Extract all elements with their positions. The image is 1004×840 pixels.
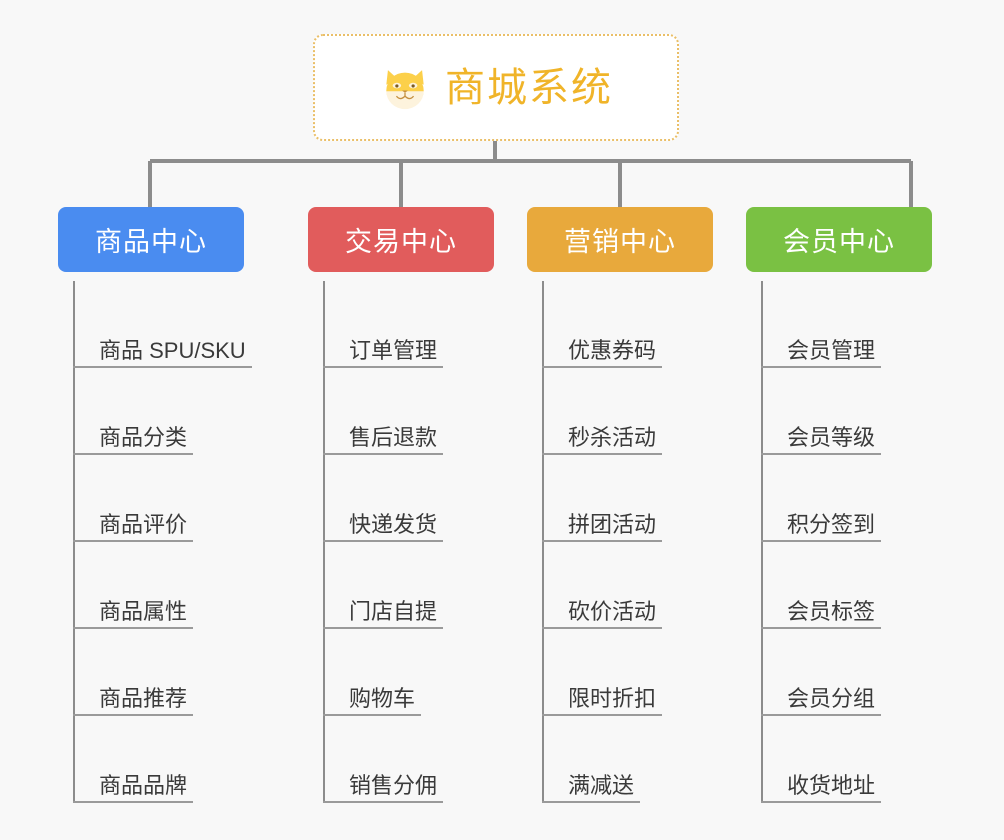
leaf-list-1: 订单管理 售后退款 快递发货 门店自提 购物车 销售分佣	[323, 281, 494, 803]
leaf-list-3: 会员管理 会员等级 积分签到 会员标签 会员分组 收货地址	[761, 281, 932, 803]
leaf-label: 会员标签	[787, 598, 876, 624]
leaf-list-0: 商品 SPU/SKU 商品分类 商品评价 商品属性 商品推荐 商品品牌	[73, 281, 252, 803]
leaf-underline	[323, 366, 443, 368]
leaf-label: 商品推荐	[99, 685, 188, 711]
leaf-underline	[73, 453, 193, 455]
leaf-item[interactable]: 秒杀活动	[542, 368, 713, 455]
leaf-item[interactable]: 砍价活动	[542, 542, 713, 629]
leaf-label: 商品分类	[99, 424, 188, 450]
leaf-item[interactable]: 拼团活动	[542, 455, 713, 542]
leaf-spine-0	[73, 281, 75, 803]
leaf-label: 满减送	[568, 772, 635, 798]
leaf-label: 售后退款	[349, 424, 438, 450]
leaf-underline	[73, 627, 193, 629]
leaf-item[interactable]: 限时折扣	[542, 629, 713, 716]
category-header-2[interactable]: 营销中心	[527, 207, 713, 272]
root-title: 商城系统	[445, 65, 613, 110]
leaf-underline	[542, 540, 662, 542]
leaf-item[interactable]: 商品品牌	[73, 716, 244, 803]
leaf-label: 门店自提	[349, 598, 438, 624]
leaf-underline	[542, 801, 640, 803]
leaf-item[interactable]: 售后退款	[323, 368, 494, 455]
leaf-label: 商品评价	[99, 511, 188, 537]
leaf-underline	[323, 714, 421, 716]
leaf-label: 优惠券码	[568, 337, 657, 363]
category-header-3[interactable]: 会员中心	[746, 207, 932, 272]
leaf-underline	[542, 627, 662, 629]
leaf-label: 销售分佣	[349, 772, 438, 798]
leaf-item[interactable]: 会员标签	[761, 542, 932, 629]
leaf-underline	[761, 366, 881, 368]
leaf-item[interactable]: 商品推荐	[73, 629, 244, 716]
leaf-label: 砍价活动	[568, 598, 657, 624]
leaf-underline	[761, 540, 881, 542]
leaf-underline	[323, 801, 443, 803]
leaf-underline	[73, 801, 193, 803]
leaf-item[interactable]: 商品评价	[73, 455, 244, 542]
leaf-underline	[323, 540, 443, 542]
leaf-label: 收货地址	[787, 772, 876, 798]
leaf-label: 订单管理	[349, 337, 438, 363]
leaf-underline	[542, 366, 662, 368]
leaf-label: 秒杀活动	[568, 424, 657, 450]
leaf-underline	[323, 453, 443, 455]
leaf-label: 拼团活动	[568, 511, 657, 537]
leaf-item[interactable]: 商品属性	[73, 542, 244, 629]
branch-column-0: 商品中心 商品 SPU/SKU 商品分类 商品评价 商品属性 商品推荐 商品品牌	[58, 207, 252, 803]
branch-column-1: 交易中心 订单管理 售后退款 快递发货 门店自提 购物车 销售分佣	[308, 207, 494, 803]
leaf-underline	[761, 714, 881, 716]
leaf-label: 会员分组	[787, 685, 876, 711]
leaf-item[interactable]: 优惠券码	[542, 281, 713, 368]
leaf-underline	[542, 714, 662, 716]
leaf-spine-3	[761, 281, 763, 803]
leaf-item[interactable]: 满减送	[542, 716, 713, 803]
leaf-item[interactable]: 销售分佣	[323, 716, 494, 803]
leaf-underline	[323, 627, 443, 629]
leaf-spine-2	[542, 281, 544, 803]
leaf-label: 会员等级	[787, 424, 876, 450]
category-header-1[interactable]: 交易中心	[308, 207, 494, 272]
shiba-dog-face-icon	[386, 69, 424, 109]
branch-column-3: 会员中心 会员管理 会员等级 积分签到 会员标签 会员分组 收货地址	[746, 207, 932, 803]
leaf-label: 积分签到	[787, 511, 876, 537]
branch-column-2: 营销中心 优惠券码 秒杀活动 拼团活动 砍价活动 限时折扣 满减送	[527, 207, 713, 803]
leaf-item[interactable]: 会员分组	[761, 629, 932, 716]
leaf-item[interactable]: 会员管理	[761, 281, 932, 368]
leaf-label: 商品 SPU/SKU	[99, 337, 246, 363]
leaf-underline	[73, 366, 252, 368]
leaf-underline	[761, 801, 881, 803]
leaf-item[interactable]: 会员等级	[761, 368, 932, 455]
leaf-label: 限时折扣	[568, 685, 657, 711]
leaf-label: 快递发货	[349, 511, 438, 537]
leaf-label: 购物车	[349, 685, 416, 711]
leaf-item[interactable]: 购物车	[323, 629, 494, 716]
leaf-item[interactable]: 商品分类	[73, 368, 244, 455]
leaf-label: 商品属性	[99, 598, 188, 624]
leaf-item[interactable]: 门店自提	[323, 542, 494, 629]
leaf-underline	[761, 627, 881, 629]
root-node[interactable]: 商城系统	[313, 34, 679, 141]
leaf-underline	[73, 540, 193, 542]
leaf-label: 会员管理	[787, 337, 876, 363]
leaf-label: 商品品牌	[99, 772, 188, 798]
category-header-0[interactable]: 商品中心	[58, 207, 244, 272]
leaf-spine-1	[323, 281, 325, 803]
leaf-item[interactable]: 积分签到	[761, 455, 932, 542]
leaf-underline	[542, 453, 662, 455]
leaf-underline	[73, 714, 193, 716]
leaf-item[interactable]: 商品 SPU/SKU	[73, 281, 252, 368]
leaf-item[interactable]: 快递发货	[323, 455, 494, 542]
leaf-underline	[761, 453, 881, 455]
leaf-item[interactable]: 订单管理	[323, 281, 494, 368]
leaf-item[interactable]: 收货地址	[761, 716, 932, 803]
leaf-list-2: 优惠券码 秒杀活动 拼团活动 砍价活动 限时折扣 满减送	[542, 281, 713, 803]
